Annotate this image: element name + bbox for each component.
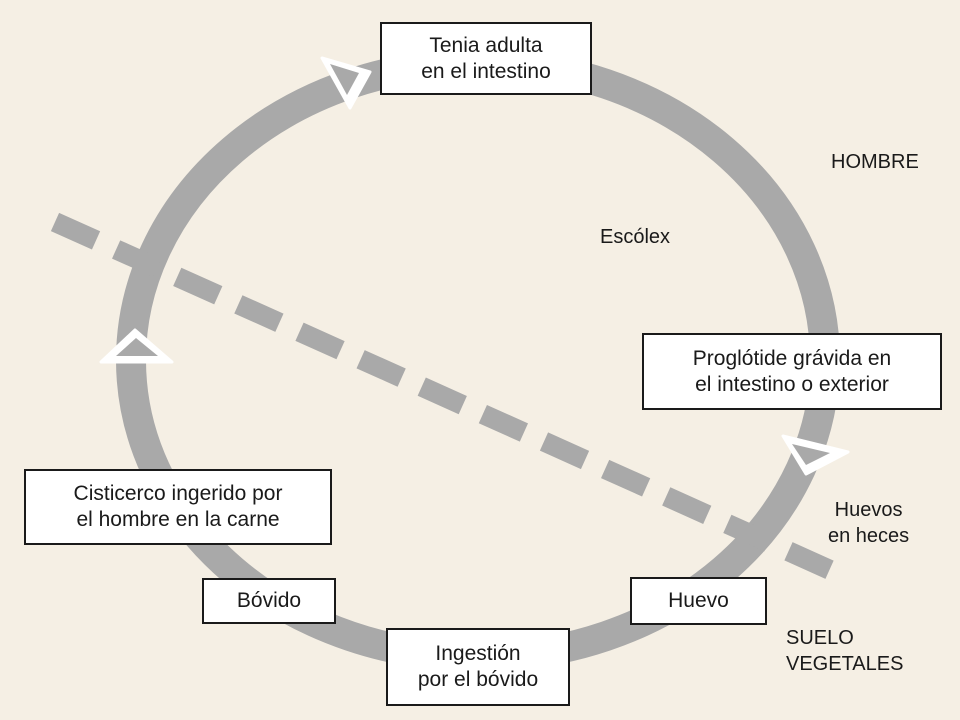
stage-ingestion-line-2: por el bóvido: [417, 668, 539, 691]
stage-cysticercus-line-2: el hombre en la carne: [76, 508, 280, 531]
direction-arrow-left-inner: [116, 338, 158, 356]
stage-egg: Huevo: [630, 577, 767, 625]
stage-ingestion-line-1: Ingestión: [435, 642, 521, 665]
direction-arrow-top-inner: [330, 64, 359, 95]
host-environment-divider: [50, 212, 853, 588]
stage-egg-line-1: Huevo: [668, 589, 729, 612]
direction-arrow-right-inner: [792, 444, 830, 465]
stage-adult-line-1: Tenia adulta: [429, 33, 543, 57]
stage-ingestion-by-bovine: Ingestión por el bóvido: [386, 628, 570, 706]
region-host-label: HOMBRE: [831, 151, 919, 173]
stage-cysticercus-line-1: Cisticerco ingerido por: [73, 482, 283, 505]
eggs-in-feces-line-2: en heces: [828, 525, 910, 547]
region-environment-line-2: VEGETALES: [786, 653, 904, 675]
stage-gravid-proglottid: Proglótide grávida en el intestino o ext…: [642, 333, 942, 410]
stage-proglottid-line-2: el intestino o exterior: [695, 372, 889, 396]
eggs-in-feces-label: Huevos en heces: [828, 497, 909, 549]
scolex-label: Escólex: [600, 226, 671, 248]
stage-cysticercus-ingested: Cisticerco ingerido por el hombre en la …: [24, 469, 332, 545]
stage-adult-tapeworm: Tenia adulta en el intestino: [380, 22, 592, 95]
region-environment-label: SUELO VEGETALES: [786, 625, 903, 677]
region-environment-line-1: SUELO: [786, 627, 854, 649]
stage-bovine: Bóvido: [202, 578, 336, 624]
stage-proglottid-line-1: Proglótide grávida en: [692, 346, 892, 370]
stage-bovine-line-1: Bóvido: [236, 589, 302, 612]
stage-adult-line-2: en el intestino: [421, 59, 551, 83]
eggs-in-feces-line-1: Huevos: [834, 499, 903, 521]
